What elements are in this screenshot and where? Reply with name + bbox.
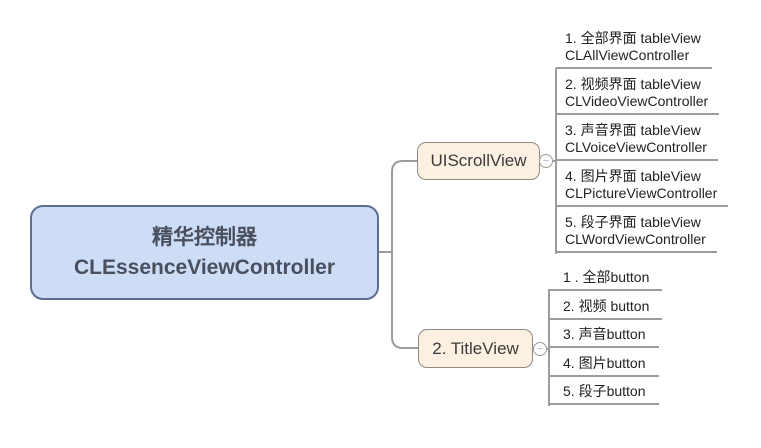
leaf-class-name: CLPictureViewController xyxy=(565,185,718,201)
root-node-class-name: CLEssenceViewController xyxy=(73,255,336,279)
leaf-node-word-button[interactable]: 5. 段子button xyxy=(549,378,659,405)
branch-node-titleview-label: 2. TitleView xyxy=(432,338,519,358)
leaf-label-cn: 1. 全部界面 tableView xyxy=(565,30,701,46)
leaf-node-picture-button[interactable]: 4. 图片button xyxy=(549,350,659,377)
leaf-node-picture-tableview[interactable]: 4. 图片界面 tableView CLPictureViewControlle… xyxy=(556,165,729,207)
leaf-label-cn: 2. 视频界面 tableView xyxy=(565,76,701,92)
uiscrollview-children-spine xyxy=(555,68,557,254)
leaf-node-voice-tableview[interactable]: 3. 声音界面 tableView CLVoiceViewController xyxy=(556,119,718,161)
leaf-label-cn: 5. 段子界面 tableView xyxy=(565,214,701,230)
leaf-class-name: CLAllViewController xyxy=(565,47,690,63)
leaf-label: 4. 图片button xyxy=(563,355,646,371)
leaf-node-voice-button[interactable]: 3. 声音button xyxy=(549,321,659,348)
leaf-node-word-tableview[interactable]: 5. 段子界面 tableView CLWordViewController xyxy=(556,211,717,253)
leaf-node-all-tableview[interactable]: 1. 全部界面 tableView CLAllViewController xyxy=(556,27,712,69)
collapse-toggle-titleview[interactable]: − xyxy=(533,342,547,356)
leaf-node-video-tableview[interactable]: 2. 视频界面 tableView CLVideoViewController xyxy=(556,73,720,115)
leaf-class-name: CLVoiceViewController xyxy=(565,139,707,155)
leaf-label: 3. 声音button xyxy=(563,326,646,342)
root-node-title-cn: 精华控制器 xyxy=(152,225,257,249)
leaf-label: 1 . 全部button xyxy=(563,269,650,285)
collapse-toggle-uiscrollview[interactable]: − xyxy=(539,154,553,168)
leaf-label: 5. 段子button xyxy=(563,383,646,399)
branch-node-uiscrollview[interactable]: UIScrollView xyxy=(417,142,540,180)
leaf-class-name: CLVideoViewController xyxy=(565,93,709,109)
branch-node-titleview[interactable]: 2. TitleView xyxy=(418,329,533,368)
leaf-node-video-button[interactable]: 2. 视频 button xyxy=(549,293,663,320)
leaf-label-cn: 3. 声音界面 tableView xyxy=(565,122,701,138)
minus-icon: − xyxy=(536,343,544,355)
root-node-essence-controller[interactable]: 精华控制器 CLEssenceViewController xyxy=(30,205,379,300)
leaf-label-cn: 4. 图片界面 tableView xyxy=(565,168,701,184)
leaf-label: 2. 视频 button xyxy=(563,298,650,314)
branch-node-uiscrollview-label: UIScrollView xyxy=(430,151,527,170)
minus-icon: − xyxy=(542,155,550,167)
leaf-class-name: CLWordViewController xyxy=(565,231,706,247)
leaf-node-all-button[interactable]: 1 . 全部button xyxy=(549,264,663,291)
